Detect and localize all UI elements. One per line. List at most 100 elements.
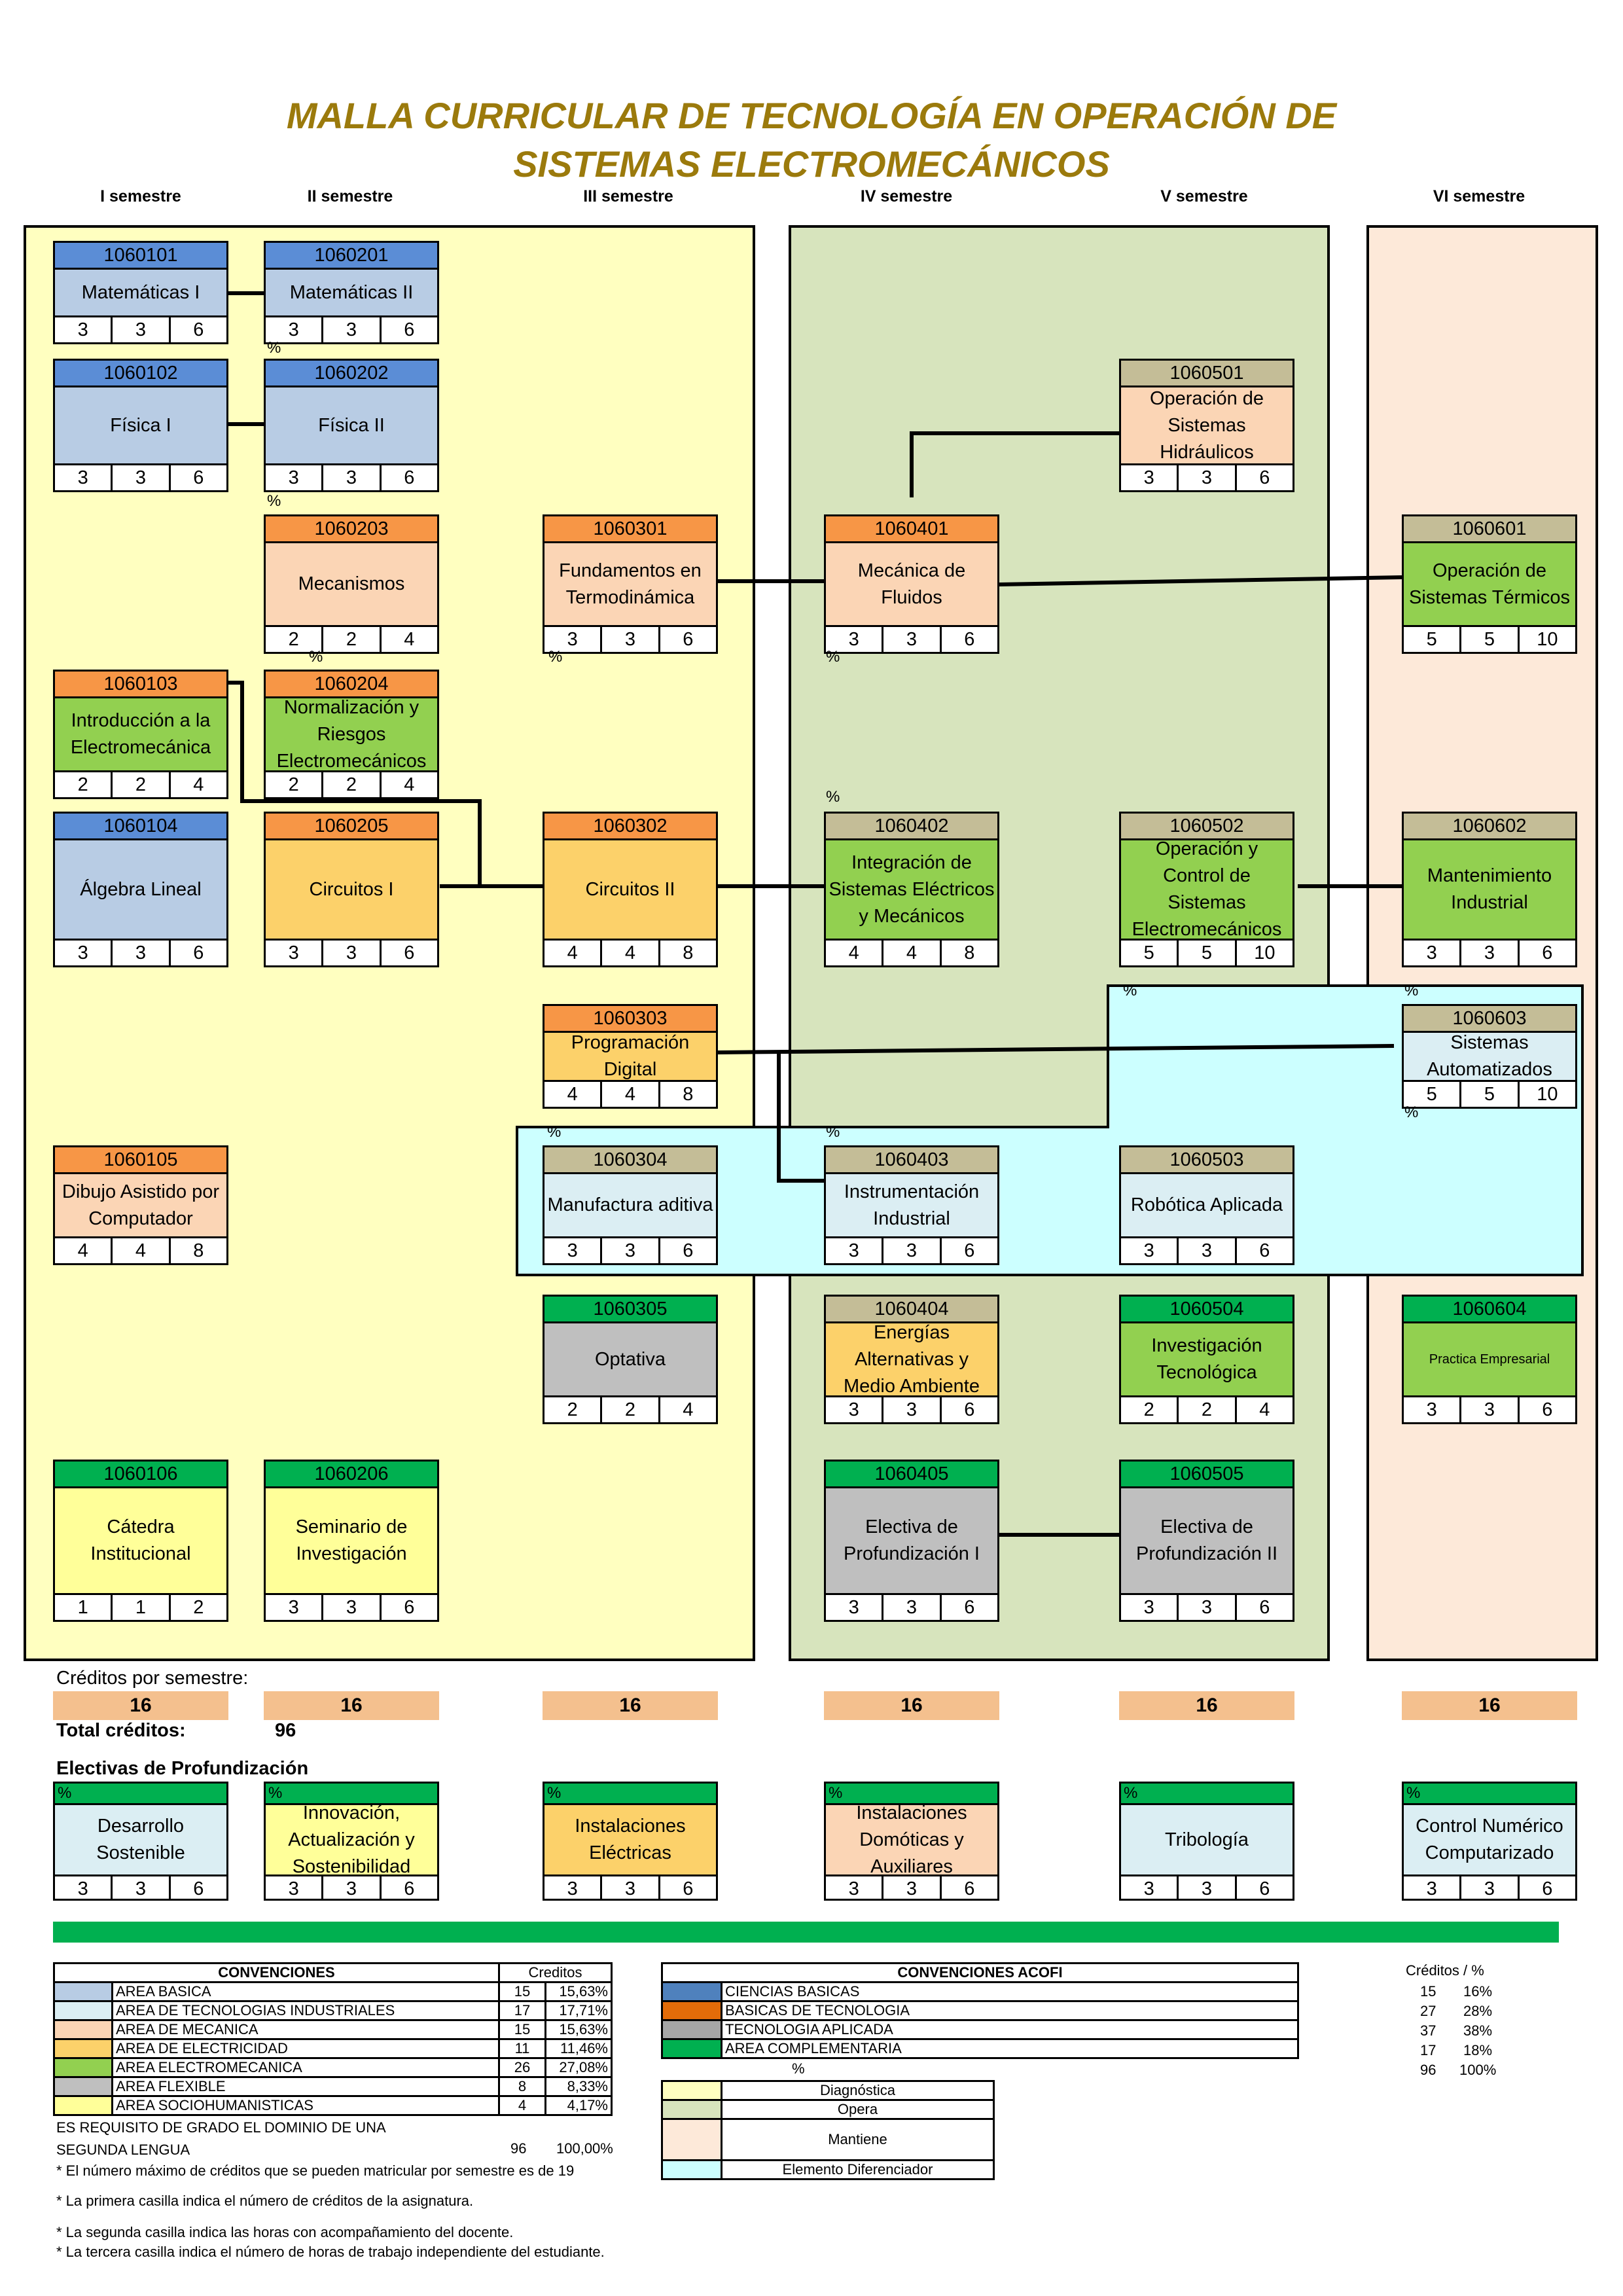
convention-label: AREA DE MECANICA <box>111 2019 500 2040</box>
credit-box: 3 <box>826 1595 884 1620</box>
credit-box: 6 <box>404 319 415 340</box>
credit-box: 3 <box>1179 1238 1237 1263</box>
credit-box: 3 <box>323 941 382 965</box>
convention-pct: 11,46% <box>544 2038 613 2059</box>
course-name: Optativa <box>544 1323 716 1395</box>
course-1060105[interactable]: 1060105 Dibujo Asistido por Computador 4… <box>53 1145 228 1265</box>
creditos-value: 15 <box>1420 1983 1436 2000</box>
course-name: Álgebra Lineal <box>55 840 226 939</box>
course-1060404[interactable]: 1060404 Energías Alternativas y Medio Am… <box>824 1295 999 1424</box>
credit-box: 3 <box>826 1876 884 1899</box>
credit-box: 3 <box>266 1876 324 1899</box>
course-name: Seminario de Investigación <box>266 1488 437 1593</box>
credit-box: 3 <box>323 1876 382 1899</box>
elective-name: Instalaciones Domóticas y Auxiliares <box>826 1803 997 1877</box>
course-name: Instrumentación Industrial <box>826 1174 997 1236</box>
swatch-tecnologia-aplicada <box>661 2019 722 2040</box>
zone-label: Mantiene <box>721 2118 995 2161</box>
credit-box: 6 <box>1259 1878 1270 1899</box>
pct-value: 18% <box>1463 2042 1493 2058</box>
credit-box: 3 <box>544 627 603 652</box>
convention-credits: 15 <box>498 1981 546 2002</box>
course-1060204[interactable]: 1060204 Normalización y Riesgos Electrom… <box>264 670 439 799</box>
pct-value: 38% <box>1463 2022 1493 2039</box>
course-name: Investigación Tecnológica <box>1121 1323 1293 1395</box>
credit-box: 6 <box>193 467 204 488</box>
course-name: Dibujo Asistido por Computador <box>55 1174 226 1236</box>
swatch-electromecanica <box>53 2057 113 2078</box>
course-1060402[interactable]: 1060402 Integración de Sistemas Eléctric… <box>824 812 999 967</box>
credit-box: 3 <box>266 465 324 490</box>
course-1060502[interactable]: 1060502 Operación y Control de Sistemas … <box>1119 812 1294 967</box>
credit-box: 6 <box>964 629 975 650</box>
course-name: Física II <box>266 387 437 463</box>
course-code: 1060102 <box>55 361 226 387</box>
zone-label: Diagnóstica <box>721 2080 995 2101</box>
elective-instalaciones-domoticas[interactable]: % Instalaciones Domóticas y Auxiliares 3… <box>824 1782 999 1901</box>
credit-box: 3 <box>1121 1238 1179 1263</box>
credit-box: 3 <box>1179 1876 1237 1899</box>
percent-mark: % <box>309 648 323 666</box>
pct-value: 28% <box>1463 2003 1493 2019</box>
credit-box: 6 <box>683 629 694 650</box>
percent-mark: % <box>1404 1784 1575 1805</box>
credit-box: 2 <box>1121 1397 1179 1422</box>
credit-box: 3 <box>883 1595 942 1620</box>
credit-box: 2 <box>323 627 382 652</box>
acofi-label: CIENCIAS BASICAS <box>721 1981 1299 2002</box>
course-name: Circuitos I <box>266 840 437 939</box>
course-1060601[interactable]: 1060601 Operación de Sistemas Térmicos 5… <box>1402 514 1577 654</box>
swatch-flexible <box>53 2076 113 2097</box>
credit-box: 3 <box>883 1397 942 1422</box>
credit-box: 2 <box>1179 1397 1237 1422</box>
convention-credits: 8 <box>498 2076 546 2097</box>
credit-box: 5 <box>1404 1082 1462 1107</box>
course-name: Manufactura aditiva <box>544 1174 716 1236</box>
course-code: 1060106 <box>55 1462 226 1488</box>
total-credits-value: 96 <box>275 1720 296 1741</box>
credit-box: 6 <box>404 467 415 488</box>
percent-mark: % <box>266 1784 437 1805</box>
course-code: 1060101 <box>55 243 226 270</box>
course-code: 1060402 <box>826 814 997 840</box>
credit-box: 3 <box>266 317 324 342</box>
creditos-value: 96 <box>1420 2062 1436 2078</box>
convention-pct: 17,71% <box>544 2000 613 2021</box>
credit-box: 3 <box>602 1876 660 1899</box>
elective-innovacion[interactable]: % Innovación, Actualización y Sostenibil… <box>264 1782 439 1901</box>
course-code: 1060201 <box>266 243 437 270</box>
credit-box: 3 <box>1121 1595 1179 1620</box>
course-1060103[interactable]: 1060103 Introducción a la Electromecánic… <box>53 670 228 799</box>
credit-box: 4 <box>113 1238 171 1263</box>
credit-box: 3 <box>323 1595 382 1620</box>
course-1060501[interactable]: 1060501 Operación de Sistemas Hidráulico… <box>1119 359 1294 492</box>
